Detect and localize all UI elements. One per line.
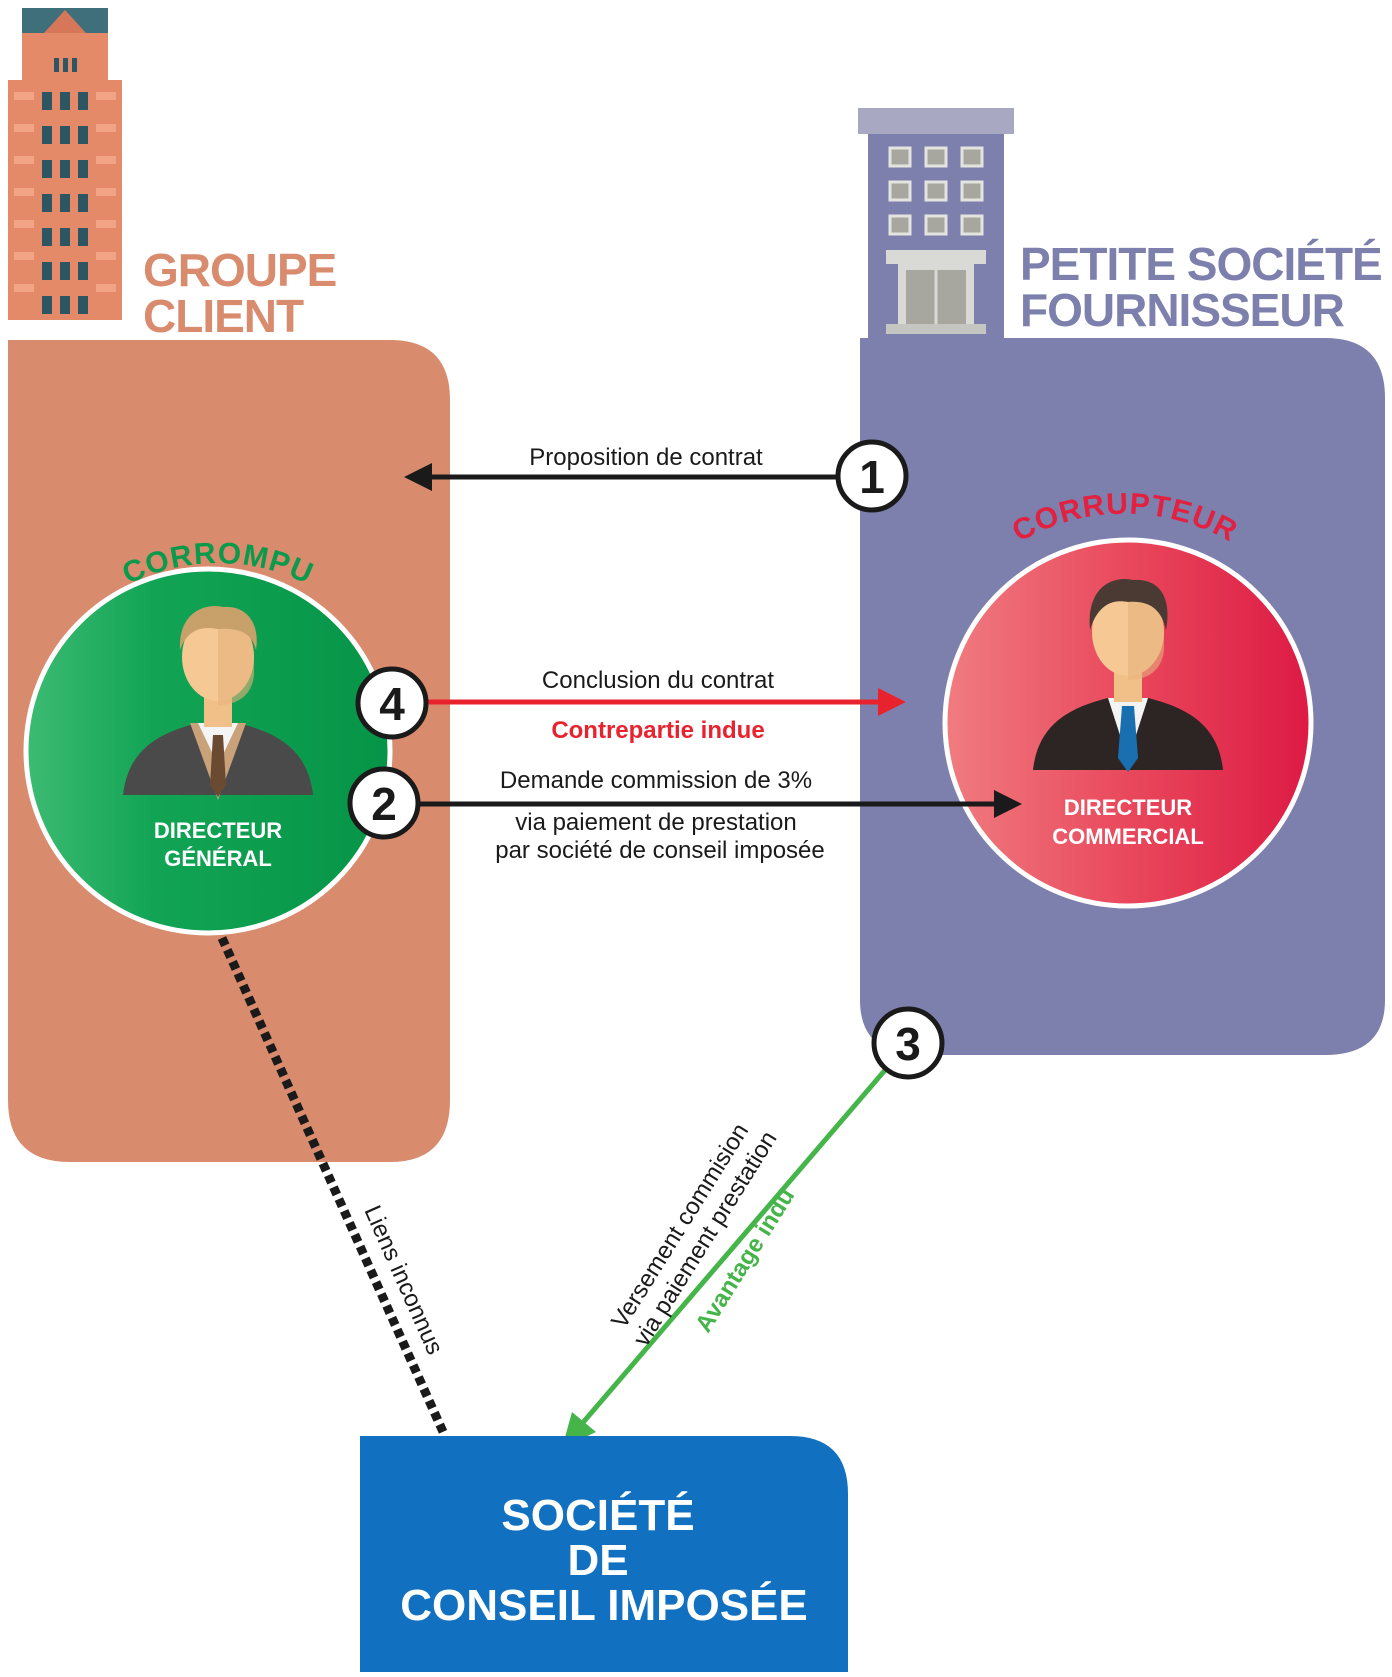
supplier-title-line1: PETITE SOCIÉTÉ bbox=[1020, 238, 1382, 290]
step2-sub2: par société de conseil imposée bbox=[495, 837, 825, 864]
svg-text:4: 4 bbox=[379, 678, 405, 730]
client-title-line1: GROUPE bbox=[143, 244, 336, 296]
corrupteur-role-line2: COMMERCIAL bbox=[1052, 824, 1204, 849]
supplier-title-line2: FOURNISSEUR bbox=[1020, 284, 1345, 336]
corrompu-role-line2: GÉNÉRAL bbox=[164, 846, 272, 871]
step2-sub1: via paiement de prestation bbox=[515, 809, 797, 836]
step2-label: Demande commission de 3% bbox=[500, 767, 812, 794]
supplier-building-icon bbox=[858, 108, 1014, 340]
consult-line2: DE bbox=[567, 1536, 628, 1585]
client-title-line2: CLIENT bbox=[143, 290, 304, 342]
svg-text:3: 3 bbox=[895, 1018, 921, 1070]
consult-line1: SOCIÉTÉ bbox=[501, 1490, 694, 1540]
step3-badge: 3 bbox=[871, 1006, 945, 1080]
step3-arrow bbox=[578, 1060, 894, 1428]
step2-arrowhead bbox=[994, 790, 1022, 818]
consult-line3: CONSEIL IMPOSÉE bbox=[400, 1580, 808, 1630]
step1-badge: 1 bbox=[835, 439, 909, 513]
consulting-company-box bbox=[360, 1436, 848, 1672]
step1-label: Proposition de contrat bbox=[529, 444, 763, 471]
step4-label: Conclusion du contrat bbox=[542, 667, 774, 694]
step2-badge: 2 bbox=[347, 766, 421, 840]
client-building-icon bbox=[8, 8, 122, 320]
svg-text:2: 2 bbox=[371, 778, 397, 830]
svg-text:1: 1 bbox=[859, 451, 885, 503]
corrompu-role-line1: DIRECTEUR bbox=[154, 818, 282, 843]
step1-arrowhead bbox=[404, 463, 432, 491]
step4-badge: 4 bbox=[355, 666, 429, 740]
corrupteur-role-line1: DIRECTEUR bbox=[1064, 795, 1192, 820]
step4-highlight: Contrepartie indue bbox=[551, 717, 764, 744]
step4-arrowhead bbox=[878, 688, 906, 716]
